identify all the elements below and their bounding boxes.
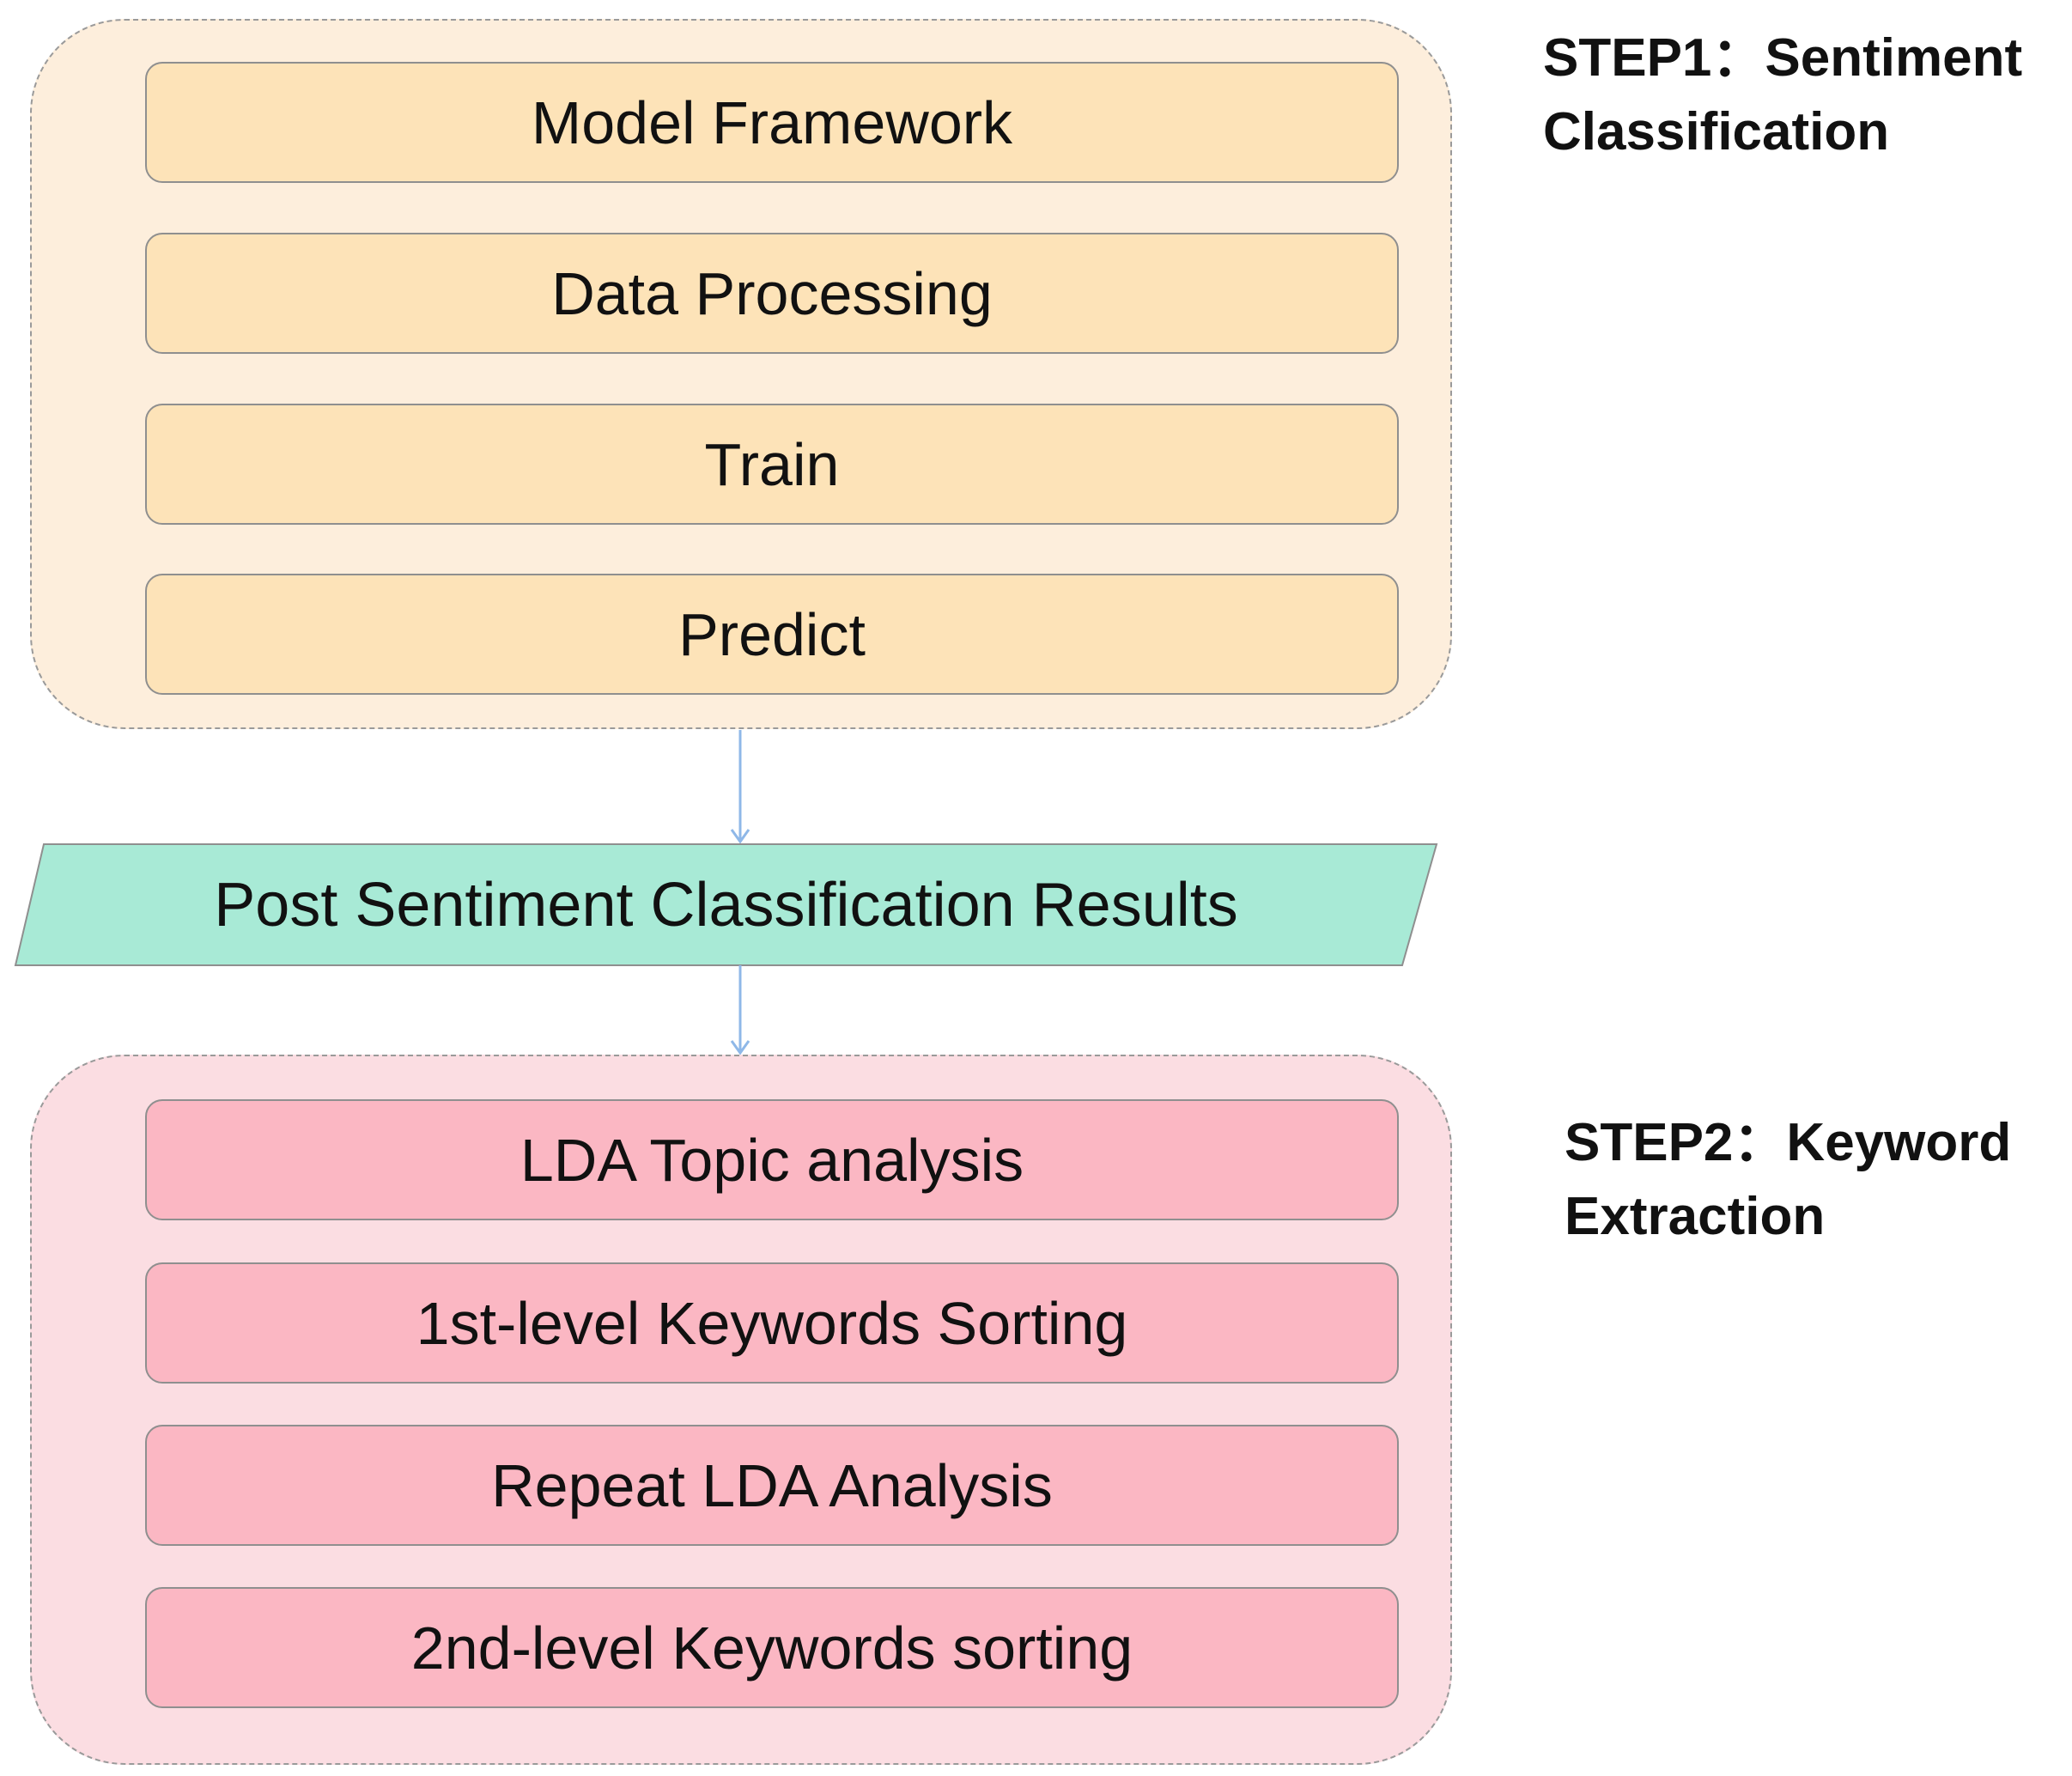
results-label: Post Sentiment Classification Results [214,870,1238,940]
step2-group: LDA Topic analysis 1st-level Keywords So… [30,1055,1452,1765]
step1-box-data-processing: Data Processing [145,233,1399,354]
step2-label-line2: Extraction [1565,1187,1826,1246]
step2-box-lda-topic-analysis: LDA Topic analysis [145,1099,1399,1220]
step2-box-repeat-lda: Repeat LDA Analysis [145,1425,1399,1546]
step2-label: STEP2：Keyword Extraction [1565,1106,2011,1254]
step1-label: STEP1：Sentiment Classification [1543,21,2022,169]
step2-label-line1: STEP2：Keyword [1565,1113,2012,1172]
step2-box-2nd-level-keywords: 2nd-level Keywords sorting [145,1587,1399,1708]
step1-group: Model Framework Data Processing Train Pr… [30,19,1452,729]
arrow-head-1 [730,829,750,844]
arrow-head-2 [730,1040,750,1055]
step1-label-line1: STEP1：Sentiment [1543,28,2023,88]
step1-box-predict: Predict [145,574,1399,695]
step1-box-model-framework: Model Framework [145,62,1399,183]
step2-box-1st-level-keywords: 1st-level Keywords Sorting [145,1262,1399,1384]
step1-label-line2: Classification [1543,102,1890,161]
step1-box-train: Train [145,404,1399,525]
